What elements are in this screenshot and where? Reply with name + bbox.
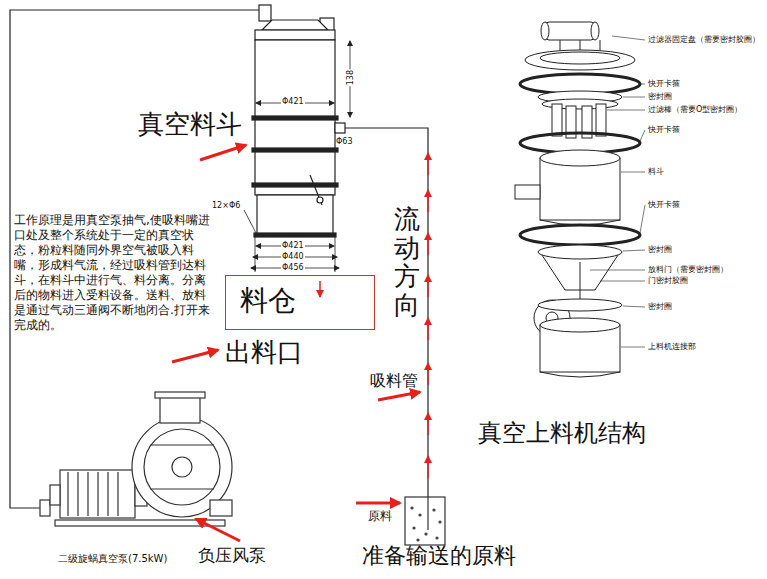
dimension-label: Φ421 bbox=[281, 241, 305, 250]
part-label: 密封圈 bbox=[648, 245, 672, 254]
section-heading: 真空上料机结构 bbox=[478, 420, 646, 448]
dimension-label: 138 bbox=[346, 69, 355, 86]
part-label: 快开卡箍 bbox=[648, 125, 680, 134]
dimension-label: Φ440 bbox=[281, 252, 305, 261]
callout-label: 负压风泵 bbox=[198, 546, 266, 566]
callout-label: 吸料管 bbox=[370, 372, 418, 390]
part-label: 过滤棒（需要O型密封圈） bbox=[648, 105, 742, 114]
dimension-label: Φ421 bbox=[281, 97, 305, 106]
part-label: 快开卡箍 bbox=[648, 79, 680, 88]
callout-label: 原料 bbox=[368, 510, 392, 524]
dimension-lines bbox=[244, 41, 350, 272]
bin-box: 料仓 bbox=[225, 275, 375, 330]
leader-lines bbox=[590, 36, 645, 347]
raw-material-container bbox=[405, 497, 445, 545]
dimension-label: Φ456 bbox=[281, 263, 305, 272]
part-label: 上料机连接部 bbox=[648, 342, 696, 351]
callout-label: 出料口 bbox=[225, 338, 303, 368]
part-label: 过滤器固定盘（需要密封胶圈） bbox=[648, 35, 760, 44]
part-label: 密封圈 bbox=[648, 92, 672, 101]
callout-label: 二级旋蜗真空泵(7.5kW) bbox=[58, 553, 167, 565]
dimension-label: 12×Φ6 bbox=[212, 201, 240, 210]
callout-label: 真空料斗 bbox=[138, 110, 242, 140]
part-label: 快开卡箍 bbox=[648, 200, 680, 209]
part-label: 料斗 bbox=[648, 167, 664, 176]
bin-label: 料仓 bbox=[240, 284, 296, 318]
red-arrows bbox=[172, 145, 428, 541]
part-label: 密封圈 bbox=[648, 302, 672, 311]
part-label: 放料门（需要密封圈） bbox=[648, 265, 728, 274]
part-label: 门密封胶圈 bbox=[648, 276, 688, 285]
callout-label: 准备输送的原料 bbox=[362, 543, 516, 568]
exploded-view bbox=[515, 22, 640, 377]
principle-note: 工作原理是用真空泵抽气,使吸料嘴进口处及整个系统处于一定的真空状态，粉粒料随同外… bbox=[14, 213, 212, 333]
bin-arrow bbox=[319, 281, 321, 297]
callout-label: 流动方向 bbox=[394, 205, 420, 319]
negative-pressure-pump bbox=[40, 392, 232, 526]
vacuum-hopper bbox=[252, 5, 345, 237]
dimension-label: Φ63 bbox=[336, 137, 352, 146]
